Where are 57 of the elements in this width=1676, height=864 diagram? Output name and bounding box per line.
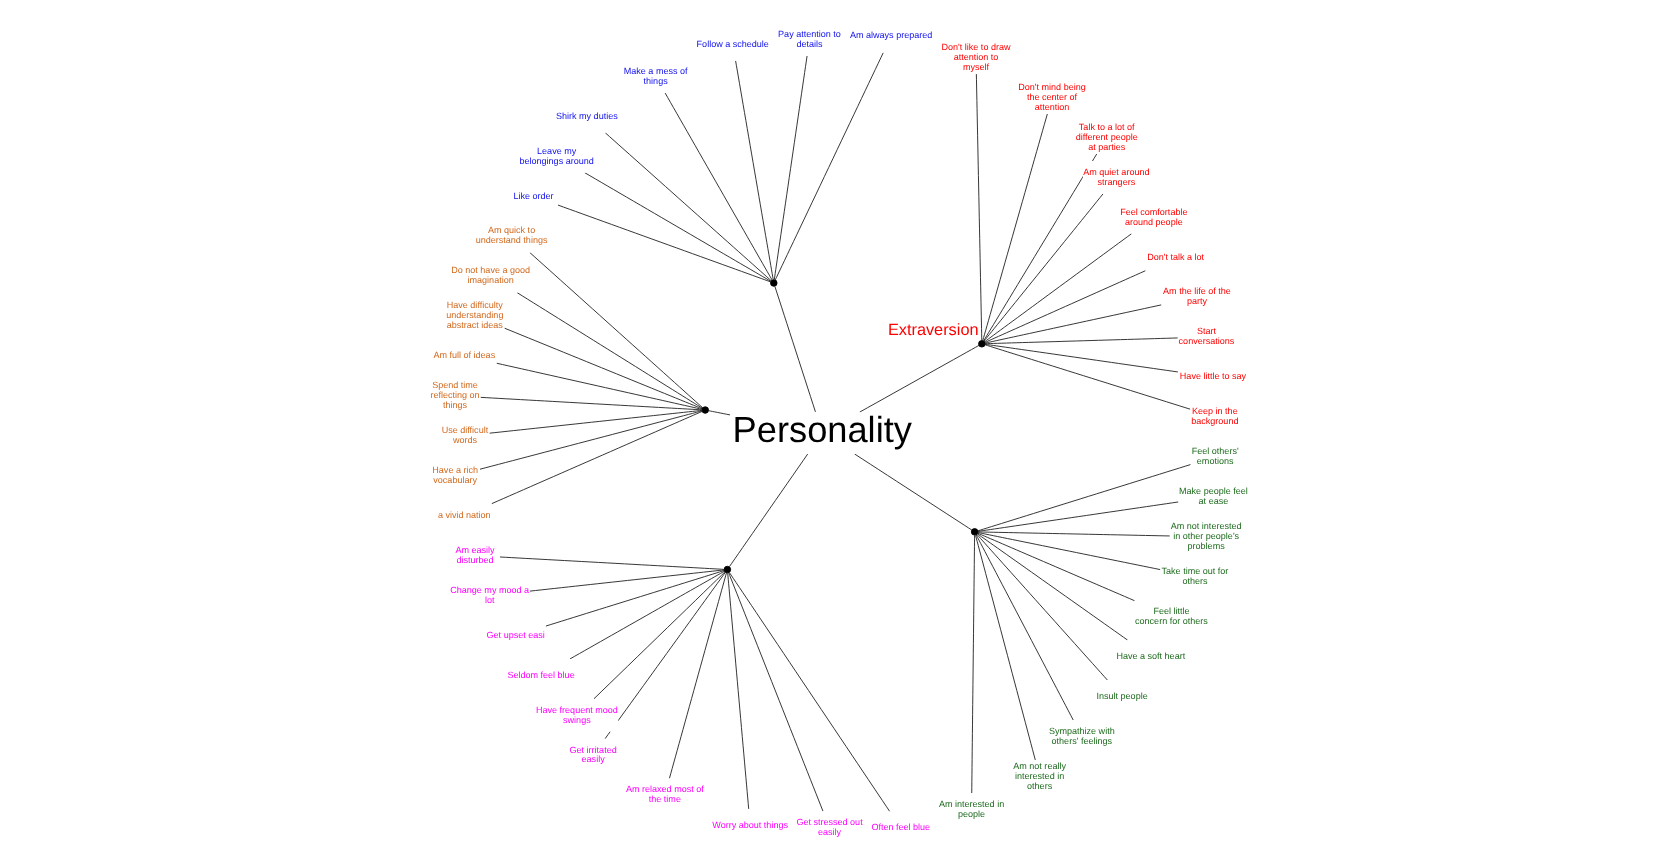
connector xyxy=(583,172,771,282)
connector xyxy=(975,533,1127,641)
connector xyxy=(734,60,773,281)
connector xyxy=(503,327,702,410)
connector xyxy=(568,570,724,660)
connector xyxy=(490,410,702,505)
connector xyxy=(974,534,1073,721)
connector xyxy=(982,153,1097,342)
connector xyxy=(983,337,1178,345)
connector xyxy=(983,343,1178,373)
connector xyxy=(727,572,890,812)
connector xyxy=(495,362,702,410)
connector xyxy=(728,453,808,567)
connector xyxy=(667,572,726,779)
connector xyxy=(983,344,1190,410)
connector xyxy=(528,252,703,409)
connector xyxy=(515,292,702,409)
connector xyxy=(603,132,771,282)
connector xyxy=(853,453,972,531)
connector xyxy=(528,569,724,592)
connector xyxy=(970,534,975,794)
connector xyxy=(773,285,815,413)
connector xyxy=(772,55,807,281)
connector xyxy=(707,410,730,416)
connector xyxy=(726,572,749,810)
node-circle xyxy=(769,279,777,287)
connector xyxy=(544,570,724,627)
connector xyxy=(976,531,1170,537)
node-circle xyxy=(722,565,731,574)
connector xyxy=(976,501,1178,532)
connector xyxy=(592,571,725,700)
connector xyxy=(858,344,979,413)
connector xyxy=(982,193,1103,342)
connector xyxy=(603,572,725,740)
connector xyxy=(981,113,1047,341)
connector xyxy=(983,270,1145,343)
connector xyxy=(479,396,702,411)
connector xyxy=(983,233,1131,343)
connector xyxy=(727,572,823,812)
connector xyxy=(976,532,1160,571)
connector xyxy=(478,410,702,470)
connector xyxy=(556,204,770,283)
node-circle xyxy=(977,340,985,348)
node-circle xyxy=(969,528,978,536)
connector xyxy=(773,52,883,281)
node-circle xyxy=(700,406,708,414)
connector xyxy=(976,532,1135,602)
connector xyxy=(983,304,1161,344)
connector xyxy=(974,534,1035,761)
connector xyxy=(488,409,702,434)
node-text: Personality xyxy=(731,410,911,451)
connector xyxy=(976,464,1191,532)
connector xyxy=(498,556,724,570)
connector xyxy=(974,73,982,341)
connector xyxy=(663,92,772,281)
connector xyxy=(975,534,1107,681)
node-label: Extraversion xyxy=(886,321,978,340)
